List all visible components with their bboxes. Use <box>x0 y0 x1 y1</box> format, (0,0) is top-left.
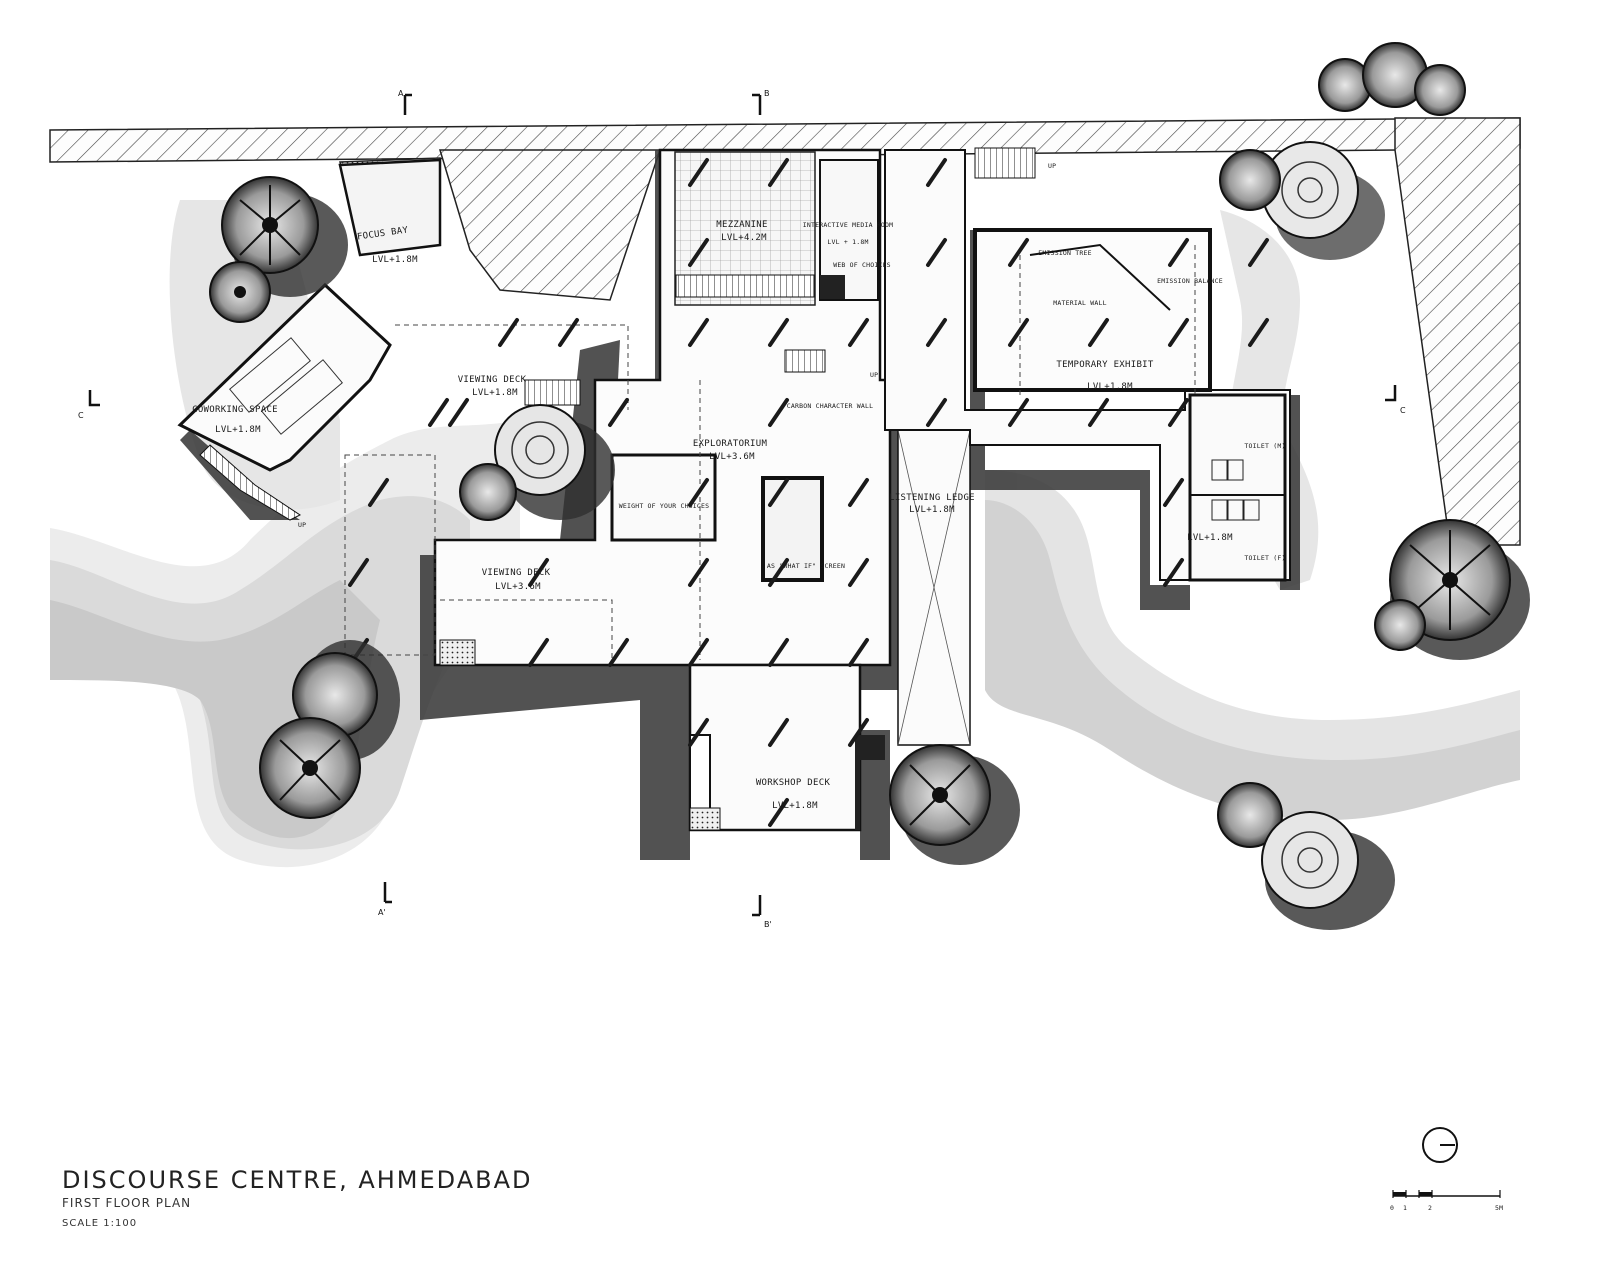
web-of-choices-label: WEB OF CHOICES <box>833 261 891 269</box>
main-building <box>433 147 1036 832</box>
toilet-m-label: TOILET (M) <box>1244 442 1285 450</box>
toilet-f-label: TOILET (F) <box>1244 554 1285 562</box>
coworking-wing <box>177 158 442 521</box>
listening-ledge-level: LVL+1.8M <box>909 505 955 515</box>
tree-icon <box>1374 519 1530 660</box>
tree-icon <box>259 640 400 819</box>
tree-icon <box>209 261 271 323</box>
listening-ledge <box>897 429 971 746</box>
section-b-prime-label: B' <box>764 920 772 929</box>
emission-balance-label: EMISSION BALANCE <box>1157 277 1223 285</box>
media-room-label: INTERACTIVE MEDIA ROOM <box>803 221 894 229</box>
viewing-deck-2-level: LVL+3.6M <box>495 582 541 592</box>
tree-icon <box>889 744 1020 865</box>
north-arrow-icon <box>1422 1127 1458 1163</box>
section-marker-labels: A B A' B' C C <box>78 89 1406 929</box>
scale-tick-1: 1 <box>1403 1204 1407 1212</box>
material-wall-label: MATERIAL WALL <box>1053 299 1106 307</box>
drawing-scale: SCALE 1:100 <box>62 1218 137 1229</box>
coworking-level: LVL+1.8M <box>215 425 261 435</box>
section-a-label: A <box>398 89 404 98</box>
workshop-deck-label: WORKSHOP DECK <box>756 778 831 788</box>
stair-up-label-3: UP <box>298 521 306 529</box>
weight-of-choices-label: WEIGHT OF YOUR CHOICES <box>619 502 710 510</box>
landscape-trees <box>209 42 1530 930</box>
section-b-label: B <box>764 89 770 98</box>
emission-tree-label: EMISSION TREE <box>1038 249 1091 257</box>
stair-up-label-1: UP <box>1048 162 1056 170</box>
overhead-dashed-lines <box>344 245 1196 660</box>
east-wing <box>884 149 1291 582</box>
tree-icon <box>1219 141 1385 260</box>
coworking-label: COWORKING SPACE <box>192 405 278 415</box>
tree-icon <box>1318 42 1466 116</box>
stair-up-label-2: UP <box>870 371 878 379</box>
exploratorium-label: EXPLORATORIUM <box>693 439 768 449</box>
scale-tick-2: 2 <box>1428 1204 1432 1212</box>
scale-tick-5m: 5M <box>1495 1204 1503 1212</box>
media-room-level: LVL + 1.8M <box>827 238 868 246</box>
tree-icon <box>1217 782 1395 930</box>
temporary-exhibit-label: TEMPORARY EXHIBIT <box>1056 360 1153 370</box>
viewing-deck-1-label: VIEWING DECK <box>458 375 527 385</box>
drawing-subtitle: FIRST FLOOR PLAN <box>62 1196 191 1210</box>
section-markers <box>88 93 1397 917</box>
carbon-wall-label: CARBON CHARACTER WALL <box>787 402 873 410</box>
temporary-exhibit-level: LVL+1.8M <box>1087 382 1133 392</box>
viewing-deck-1-level: LVL+1.8M <box>472 388 518 398</box>
mezzanine-label: MEZZANINE <box>716 220 767 230</box>
lobby-level-label: LVL+1.8M <box>1187 533 1233 543</box>
tree-icon <box>459 463 517 521</box>
listening-ledge-label: LISTENING LEDGE <box>889 493 975 503</box>
section-c-left-label: C <box>78 411 84 420</box>
scale-bar: 0 1 2 5M <box>1390 1190 1503 1212</box>
room-labels: FOCUS BAY LVL+1.8M COWORKING SPACE LVL+1… <box>192 162 1285 811</box>
mezzanine-level: LVL+4.2M <box>721 233 767 243</box>
tree-icon <box>494 404 615 520</box>
structural-columns <box>348 158 1269 827</box>
exploratorium-level: LVL+3.6M <box>709 452 755 462</box>
scale-tick-0: 0 <box>1390 1204 1394 1212</box>
screen-label: AS "WHAT IF" SCREEN <box>767 562 845 570</box>
workshop-deck-level: LVL+1.8M <box>772 801 818 811</box>
title-block: DISCOURSE CENTRE, AHMEDABAD FIRST FLOOR … <box>62 1166 533 1229</box>
focus-bay-level: LVL+1.8M <box>372 255 418 265</box>
viewing-deck-2-label: VIEWING DECK <box>482 568 551 578</box>
section-a-prime-label: A' <box>378 908 386 917</box>
drawing-title: DISCOURSE CENTRE, AHMEDABAD <box>62 1166 533 1194</box>
section-c-right-label: C <box>1400 406 1406 415</box>
